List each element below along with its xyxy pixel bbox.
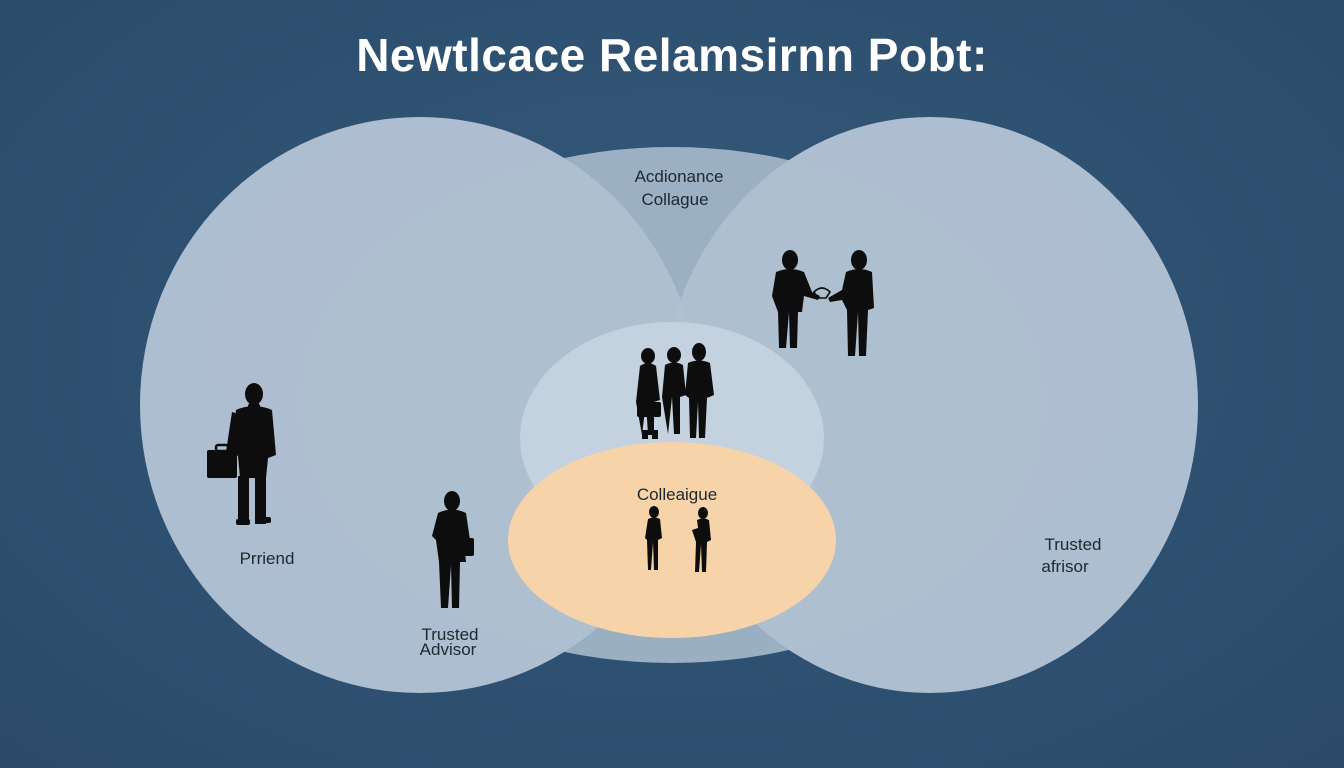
conversing-pair-icon bbox=[645, 506, 711, 572]
label-top-line1: Acdionance bbox=[635, 167, 724, 186]
label-left-friend: Prriend bbox=[240, 549, 295, 568]
label-right-line1: Trusted bbox=[1044, 535, 1101, 554]
diagram-title: Newtlcace Relamsirnn Pobt: bbox=[356, 29, 988, 81]
person-with-bag-icon bbox=[432, 491, 474, 608]
label-center: Colleaigue bbox=[637, 485, 717, 504]
businessman-with-briefcase-icon bbox=[207, 383, 276, 525]
handshake-pair-icon bbox=[772, 250, 874, 356]
core-circle bbox=[508, 442, 836, 638]
business-trio-icon bbox=[636, 343, 714, 439]
label-top-line2: Collague bbox=[641, 190, 708, 209]
label-bottom-left-line1: Trusted bbox=[421, 625, 478, 644]
label-bottom-left-line2: Advisor bbox=[420, 640, 477, 659]
label-right-line2: afrisor bbox=[1041, 557, 1089, 576]
